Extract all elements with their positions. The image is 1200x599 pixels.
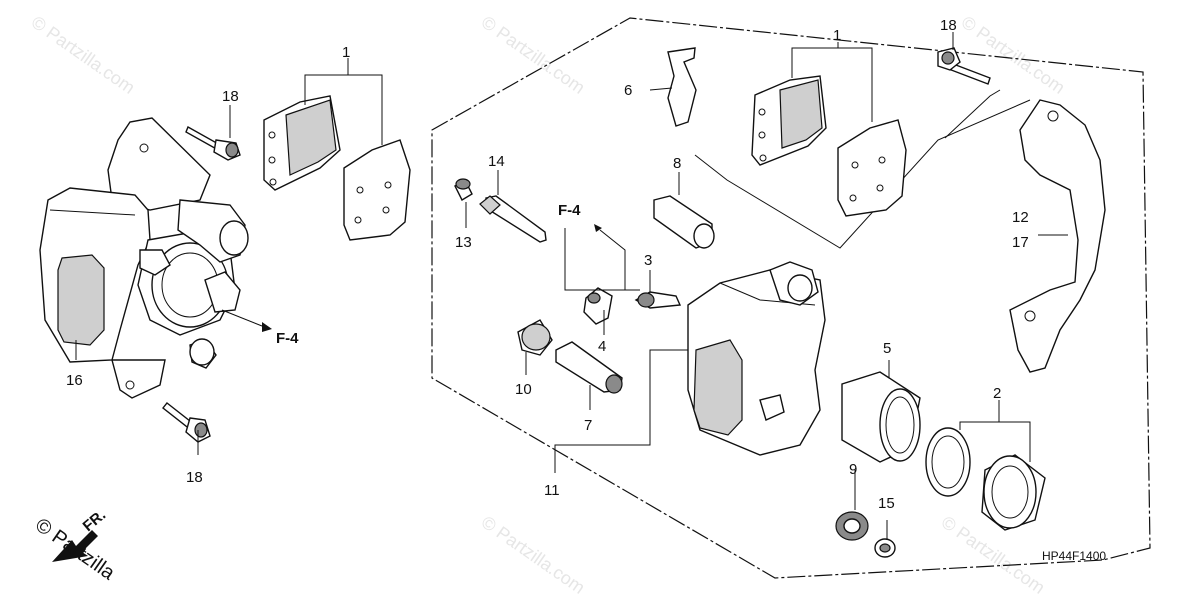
label-12: 12: [1012, 209, 1029, 226]
label-6: 6: [624, 82, 632, 99]
pad-spring-6: [667, 47, 697, 127]
watermark-3: © Partzilla.com: [958, 12, 1069, 98]
slide-pin-7: [555, 341, 623, 394]
assembly-outline: [431, 17, 1151, 579]
label-1-right: 1: [833, 27, 841, 44]
label-1-left: 1: [342, 44, 350, 61]
bolt-18-upper: [185, 126, 241, 161]
piston-seals-2: [925, 427, 1046, 531]
partzilla-logo: © Partzilla: [31, 514, 119, 585]
label-14: 14: [488, 153, 505, 170]
brake-pad-right-a: [751, 75, 827, 166]
label-13: 13: [455, 234, 472, 251]
label-3: 3: [644, 252, 652, 269]
bleeder-screw-3: [634, 291, 682, 309]
arrow-f4-left: [262, 322, 272, 332]
front-mark: FR.: [80, 507, 109, 536]
part-labels: 1 18 18 16 1 18 6 8 14 13 3 4 10 7 11 5 …: [66, 17, 1106, 563]
bushing-9: [835, 511, 869, 541]
watermark-1: © Partzilla.com: [28, 12, 139, 98]
watermark-5: © Partzilla.com: [938, 512, 1049, 598]
watermark-4: © Partzilla.com: [478, 512, 589, 598]
washer-15: [874, 538, 896, 558]
label-7: 7: [584, 417, 592, 434]
label-18-lower: 18: [186, 469, 203, 486]
label-18-upper: 18: [222, 88, 239, 105]
label-5: 5: [883, 340, 891, 357]
caliper-assembly-16: [39, 117, 249, 399]
label-10: 10: [515, 381, 532, 398]
pin-sleeve-8: [653, 195, 715, 249]
label-4: 4: [598, 338, 606, 355]
pad-link-line: [944, 89, 1001, 139]
bolt-18-right: [937, 47, 991, 85]
leader-lines: [75, 32, 1068, 540]
brake-pad-right-b: [837, 119, 907, 217]
label-15: 15: [878, 495, 895, 512]
label-16: 16: [66, 372, 83, 389]
brake-pad-left-b: [343, 139, 411, 241]
label-18-right: 18: [940, 17, 957, 34]
front-arrow-icon: [52, 530, 98, 562]
diagram-code: HP44F1400: [1042, 549, 1106, 563]
pin-boot-4: [583, 287, 613, 325]
caliper-body-11: [687, 261, 826, 456]
ref-f4-upper: F-4: [558, 202, 581, 219]
label-17: 17: [1012, 234, 1029, 251]
dust-boot-10: [517, 319, 553, 356]
label-11: 11: [544, 482, 560, 499]
pad-pin-14: [479, 195, 547, 243]
caliper-bracket-12: [1009, 99, 1106, 373]
bleeder-cap-13: [454, 178, 473, 201]
pad-group-outline: [694, 99, 1031, 249]
label-9: 9: [849, 461, 857, 478]
brake-pad-left-a: [263, 95, 341, 191]
bolt-18-lower: [162, 402, 211, 443]
ref-f4-left: F-4: [276, 330, 299, 347]
piston-5: [841, 371, 921, 463]
arrow-f4-upper: [594, 224, 602, 232]
watermark-2: © Partzilla.com: [478, 12, 589, 98]
label-2: 2: [993, 385, 1001, 402]
label-8: 8: [673, 155, 681, 172]
